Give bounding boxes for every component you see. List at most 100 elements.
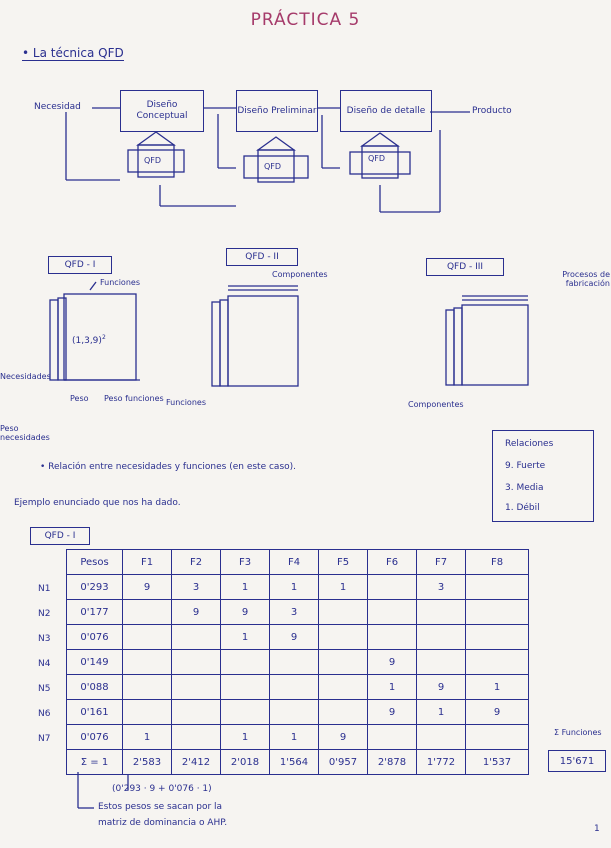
cell: Σ = 1 <box>66 749 123 775</box>
cell: 1 <box>465 674 529 700</box>
cell <box>465 599 529 625</box>
cell: 1 <box>220 624 270 650</box>
matrix1-below-label: Peso necesidades <box>0 424 50 442</box>
legend-item-strong: 9. Fuerte <box>505 461 546 471</box>
cell: 0'177 <box>66 599 123 625</box>
stage-detalle: Diseño de detalle <box>340 90 432 132</box>
matrix3-top-label: Procesos de fabricación <box>562 270 610 288</box>
cell: 9 <box>269 624 319 650</box>
cell <box>465 574 529 600</box>
cell: 9 <box>416 674 466 700</box>
cell: 0'076 <box>66 624 123 650</box>
matrix1-bottom-peso-funciones: Peso funciones <box>104 394 164 403</box>
row-label: N2 <box>38 609 51 619</box>
cell <box>367 574 417 600</box>
cell <box>269 699 319 725</box>
cell: 1 <box>269 724 319 750</box>
row-label: N3 <box>38 634 51 644</box>
cell: 1'564 <box>269 749 319 775</box>
weights-note-1: Estos pesos se sacan por la <box>98 802 223 812</box>
matrix1-bottom-peso: Peso <box>70 394 89 403</box>
matrix1-cell: (1,3,9)2 <box>72 334 106 346</box>
cell <box>171 724 221 750</box>
table-row: 0'161 9 1 9 <box>66 699 529 725</box>
house-label-2: QFD <box>264 162 282 171</box>
cell <box>465 724 529 750</box>
section-heading: • La técnica QFD <box>22 46 124 61</box>
row-label: N1 <box>38 584 51 594</box>
table-row: 0'076 1 1 1 9 <box>66 724 529 750</box>
table-row: 0'149 9 <box>66 649 529 675</box>
table-tag: QFD - I <box>30 527 90 545</box>
matrix1-top-label: Funciones <box>100 278 140 287</box>
cell: 2'412 <box>171 749 221 775</box>
stage-preliminar: Diseño Preliminar <box>236 90 318 132</box>
cell <box>318 649 368 675</box>
header-cell: F3 <box>220 549 270 575</box>
example-note: Ejemplo enunciado que nos ha dado. <box>14 498 181 508</box>
cell: 1 <box>416 699 466 725</box>
cell: 1 <box>318 574 368 600</box>
cell <box>318 599 368 625</box>
table-row: 0'088 1 9 1 <box>66 674 529 700</box>
page-number: 1 <box>594 824 600 834</box>
cell: 9 <box>122 574 172 600</box>
cell <box>171 624 221 650</box>
cell: 0'149 <box>66 649 123 675</box>
cell: 9 <box>367 699 417 725</box>
row-label: N4 <box>38 659 51 669</box>
cell: 1 <box>367 674 417 700</box>
cell <box>465 649 529 675</box>
cell <box>220 649 270 675</box>
header-cell: F4 <box>269 549 319 575</box>
cell <box>171 699 221 725</box>
header-cell: Pesos <box>66 549 123 575</box>
row-label: N7 <box>38 734 51 744</box>
header-cell: F2 <box>171 549 221 575</box>
cell <box>122 599 172 625</box>
cell: 1'537 <box>465 749 529 775</box>
totals-row: Σ = 1 2'583 2'412 2'018 1'564 0'957 2'87… <box>66 749 529 775</box>
cell: 9 <box>465 699 529 725</box>
cell: 1 <box>122 724 172 750</box>
legend-item-weak: 1. Débil <box>505 503 540 513</box>
relations-legend: Relaciones 9. Fuerte 3. Media 1. Débil <box>492 430 594 522</box>
house-label-1: QFD <box>144 156 162 165</box>
cell: 2'583 <box>122 749 172 775</box>
flow-output-label: Producto <box>472 106 512 116</box>
cell <box>122 674 172 700</box>
header-cell: F6 <box>367 549 417 575</box>
header-cell: F1 <box>122 549 172 575</box>
matrix-tag-2: QFD - II <box>226 248 298 266</box>
cell <box>269 649 319 675</box>
cell <box>220 699 270 725</box>
cell <box>122 649 172 675</box>
cell: 2'018 <box>220 749 270 775</box>
cell: 0'088 <box>66 674 123 700</box>
cell: 0'076 <box>66 724 123 750</box>
table-row: 0'293 9 3 1 1 1 3 <box>66 574 529 600</box>
cell <box>367 624 417 650</box>
legend-item-medium: 3. Media <box>505 483 544 493</box>
cell: 2'878 <box>367 749 417 775</box>
header-cell: F8 <box>465 549 529 575</box>
cell <box>220 674 270 700</box>
matrix3-bottom-label: Componentes <box>408 400 464 409</box>
cell: 0'957 <box>318 749 368 775</box>
cell <box>318 624 368 650</box>
cell: 1 <box>269 574 319 600</box>
cell: 9 <box>220 599 270 625</box>
table-row: 0'076 1 9 <box>66 624 529 650</box>
cell <box>416 624 466 650</box>
cell <box>416 724 466 750</box>
flow-input-label: Necesidad <box>34 102 81 112</box>
cell <box>122 624 172 650</box>
cell: 1 <box>220 724 270 750</box>
qfd-table: Pesos F1 F2 F3 F4 F5 F6 F7 F8 0'293 9 3 … <box>66 549 529 775</box>
row-label: N5 <box>38 684 51 694</box>
cell: 3 <box>416 574 466 600</box>
cell: 3 <box>171 574 221 600</box>
sum-functions-label: Σ Funciones <box>554 728 602 737</box>
cell <box>465 624 529 650</box>
